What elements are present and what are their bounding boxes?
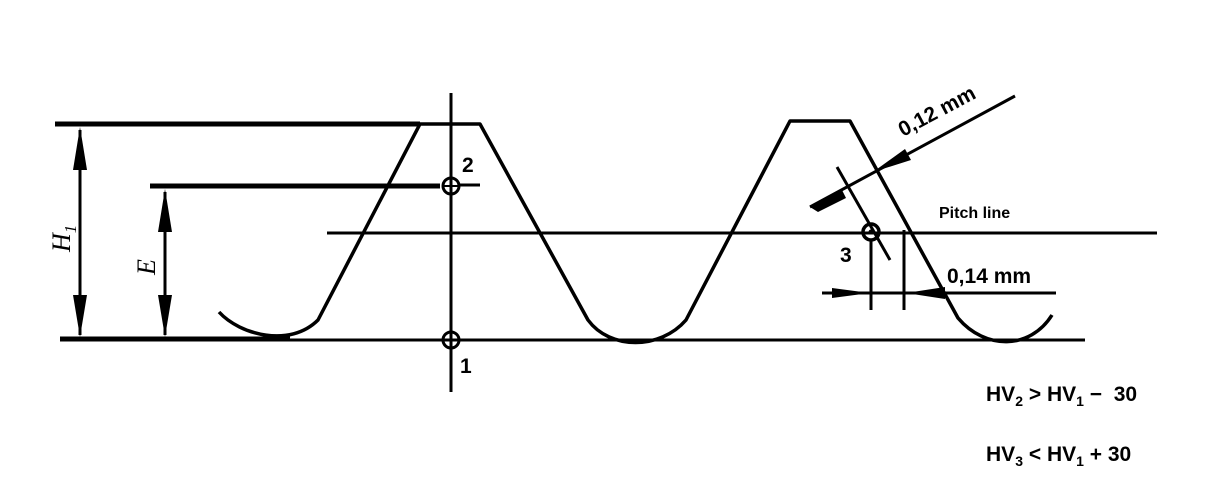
offset-014-arrow-right-icon — [906, 287, 945, 299]
offset-012-label: 0,12 mm — [895, 82, 980, 142]
offset-014-label: 0,14 mm — [947, 265, 1031, 288]
formula-hv2: HV2 > HV1 − 30 — [986, 383, 1137, 409]
e-arrow-up-icon — [158, 189, 172, 232]
formula-hv3-rhs-sub: 1 — [1076, 453, 1084, 469]
measurement-point-1-icon — [441, 330, 461, 350]
thread-profile — [217, 119, 1054, 345]
e-arrow-down-icon — [158, 295, 172, 337]
formula-hv3-tail: + 30 — [1083, 443, 1132, 466]
point-1-label: 1 — [460, 355, 472, 378]
offset-014-arrow-left-icon — [832, 288, 870, 298]
formula-hv2-tail: − 30 — [1083, 383, 1138, 406]
offset-012-arrow-back-icon — [810, 190, 846, 212]
formula-hv3-rhs: HV — [1046, 443, 1077, 466]
h1-arrow-up-icon — [73, 127, 87, 170]
formula-hv2-lhs-sub: 2 — [1015, 393, 1023, 409]
formula-hv2-lhs: HV — [986, 383, 1016, 406]
formula-hv3-lhs: HV — [986, 443, 1016, 466]
h1-label: H1 — [47, 225, 80, 253]
h1-arrow-down-icon — [73, 295, 87, 337]
formula-hv2-op: > — [1028, 383, 1042, 406]
offset-012-leader — [809, 94, 1016, 209]
formula-hv2-rhs-sub: 1 — [1076, 393, 1084, 409]
point-2-label: 2 — [462, 154, 474, 177]
measurement-point-2-icon — [441, 176, 461, 196]
point-3-label: 3 — [840, 244, 852, 267]
offset-normal-line — [835, 166, 892, 261]
formula-hv2-rhs: HV — [1046, 383, 1077, 406]
formula-hv3-lhs-sub: 3 — [1015, 453, 1023, 469]
offset-012-arrow-icon — [873, 149, 911, 172]
formula-hv3-op: < — [1028, 443, 1042, 466]
formula-hv3: HV3 < HV1 + 30 — [986, 443, 1131, 469]
e-label: E — [132, 259, 161, 276]
pitch-line-label: Pitch line — [939, 205, 1010, 222]
